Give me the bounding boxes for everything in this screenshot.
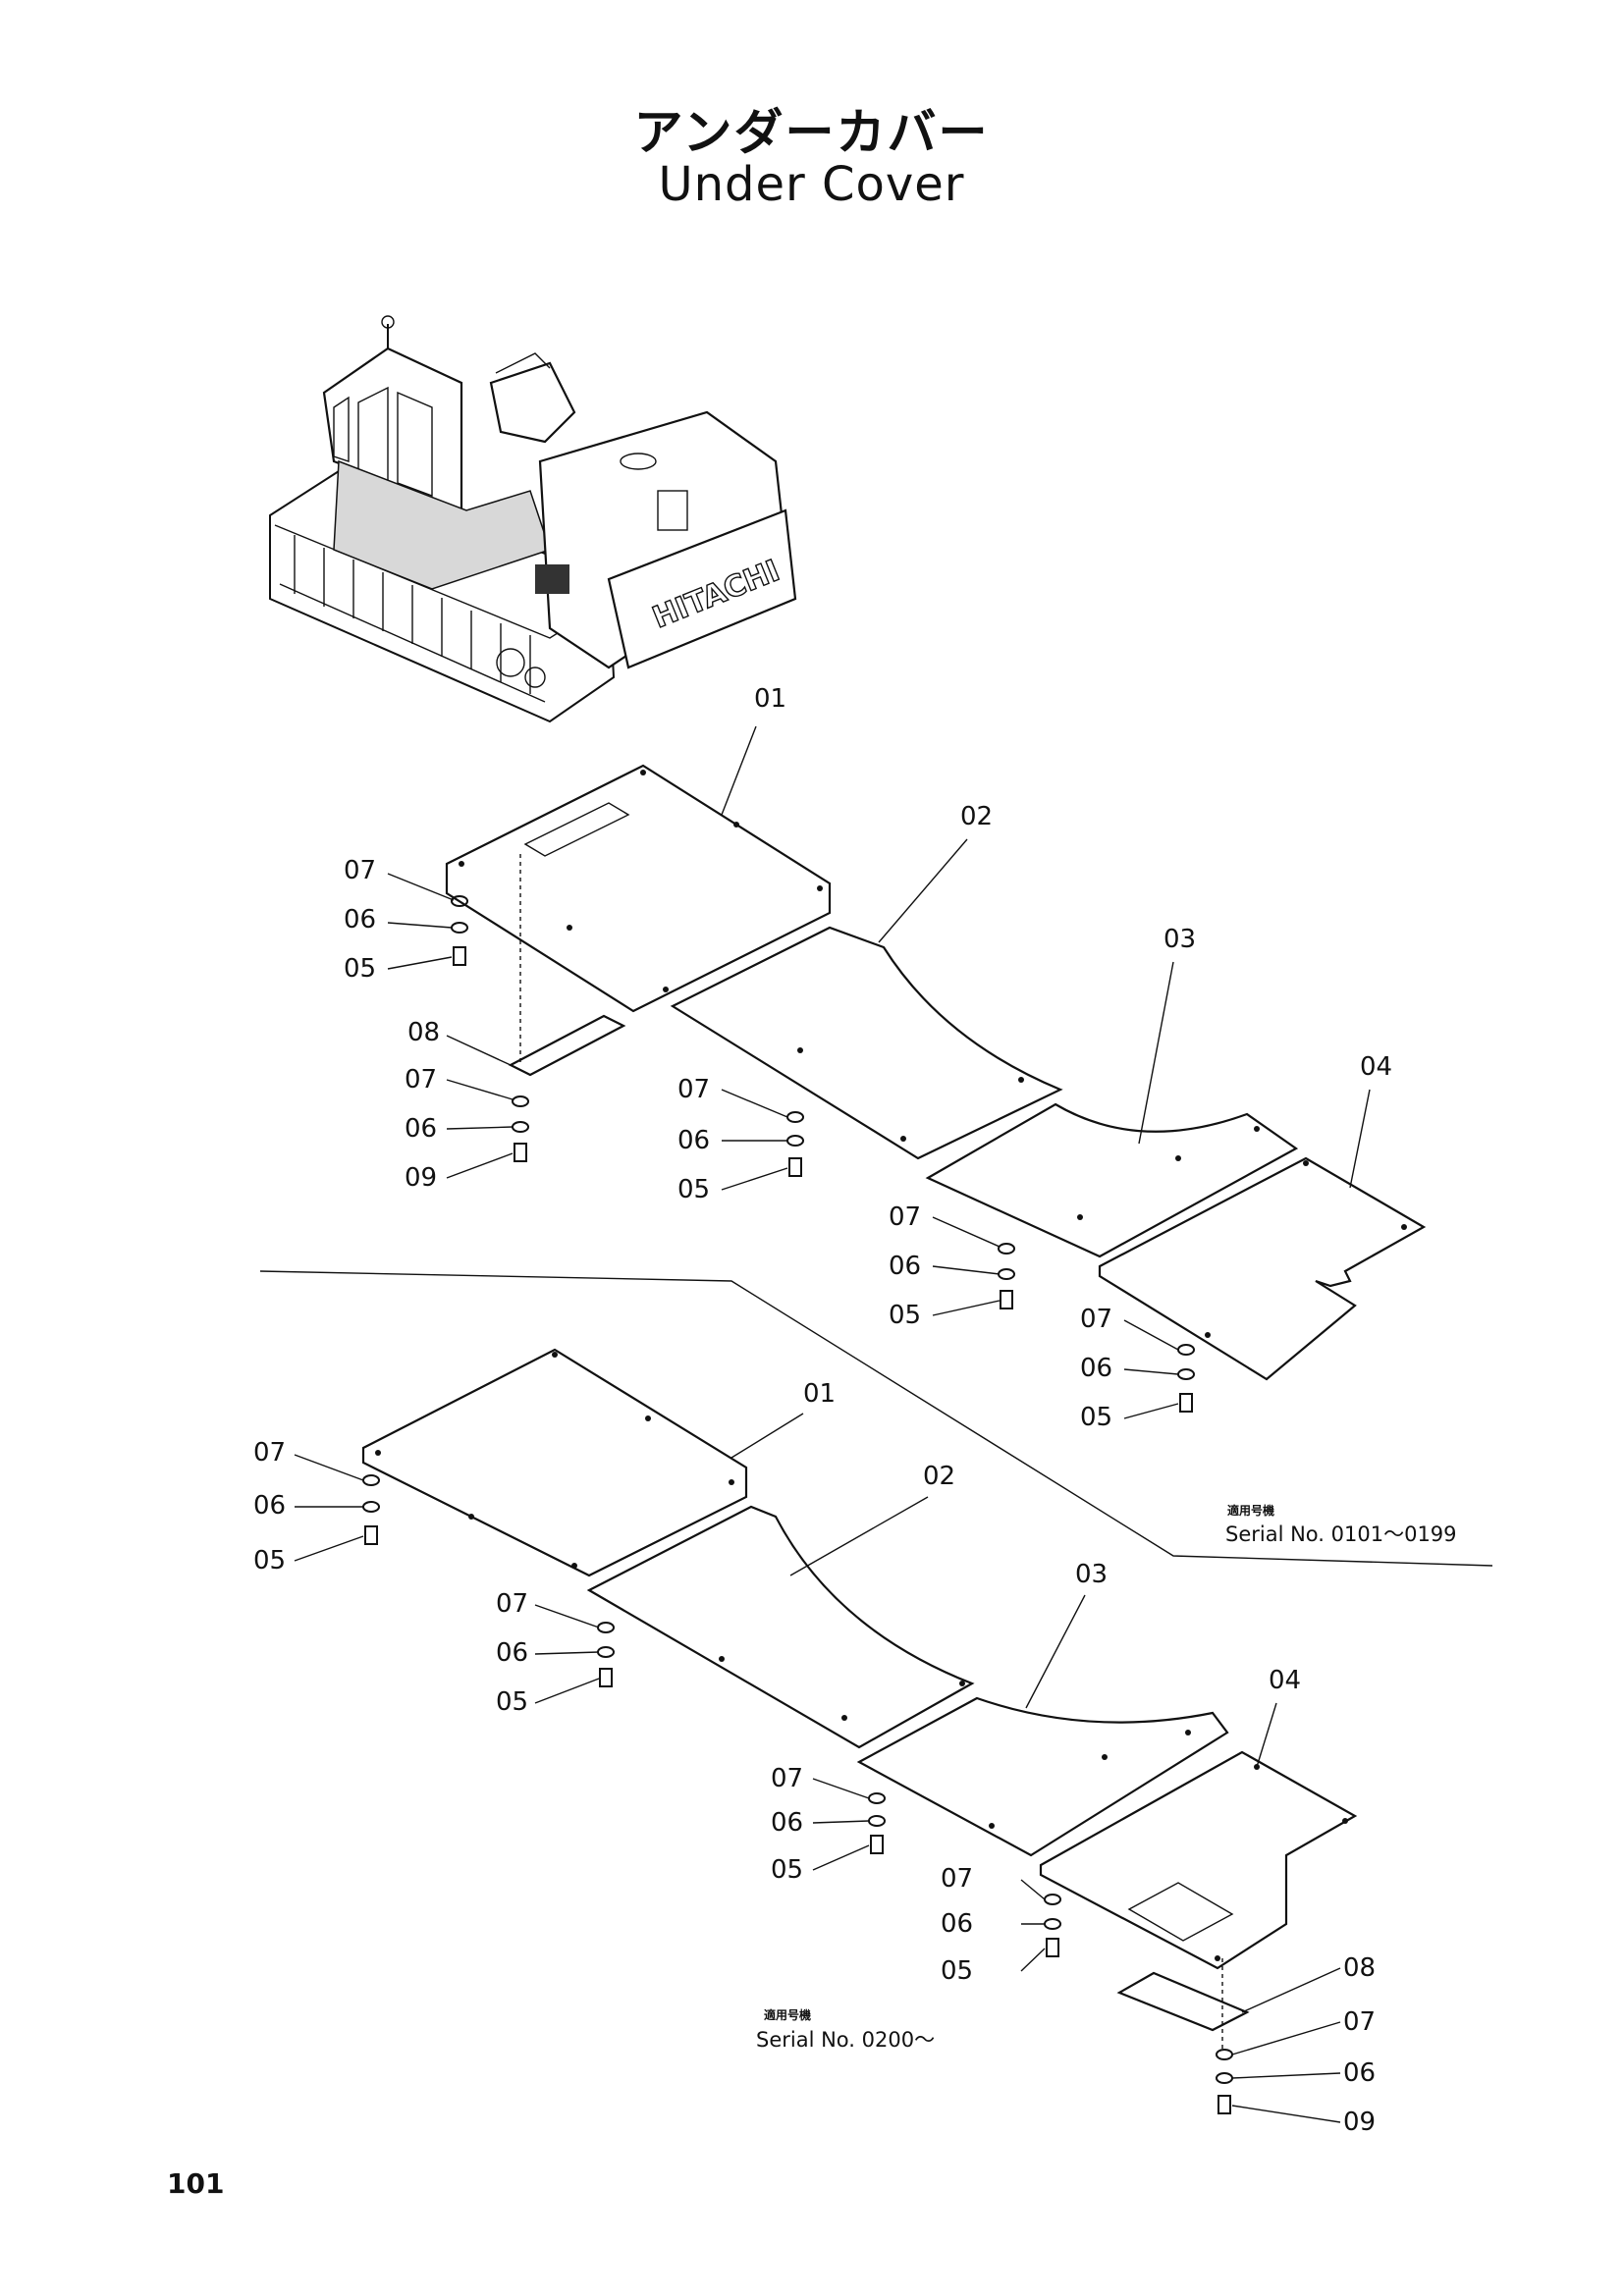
assembly-divider — [259, 1270, 1493, 1567]
lower-plate-08 — [1116, 1971, 1250, 2032]
upper-label-09: 09 — [405, 1163, 437, 1193]
upper-label-07a: 07 — [344, 856, 376, 885]
lower-label-06d: 06 — [941, 1909, 973, 1939]
upper-label-05a: 05 — [344, 954, 376, 984]
lower-serial-jp: 適用号機 — [764, 2007, 811, 2022]
upper-plate-08 — [508, 1014, 626, 1077]
upper-label-01: 01 — [754, 684, 786, 714]
lower-label-07e: 07 — [1343, 2007, 1376, 2037]
upper-label-06d: 06 — [889, 1252, 921, 1281]
upper-label-06b: 06 — [405, 1114, 437, 1144]
upper-label-06c: 06 — [677, 1126, 710, 1155]
lower-label-05b: 05 — [496, 1687, 528, 1717]
upper-label-08: 08 — [407, 1018, 440, 1047]
lower-label-05a: 05 — [253, 1546, 286, 1575]
lower-label-07d: 07 — [941, 1864, 973, 1894]
upper-plate-01 — [445, 764, 832, 1013]
page-number: 101 — [167, 2167, 225, 2200]
lower-label-06b: 06 — [496, 1638, 528, 1668]
upper-label-05e: 05 — [1080, 1403, 1112, 1432]
lower-label-06c: 06 — [771, 1808, 803, 1838]
upper-label-07d: 07 — [889, 1202, 921, 1232]
lower-plate-03 — [856, 1696, 1229, 1857]
lower-label-05d: 05 — [941, 1956, 973, 1986]
lower-plate-02 — [586, 1505, 975, 1749]
lower-label-06e: 06 — [1343, 2058, 1376, 2088]
lower-label-01: 01 — [803, 1379, 836, 1409]
lower-serial: Serial No. 0200～ — [756, 2028, 935, 2052]
lower-label-05c: 05 — [771, 1855, 803, 1885]
lower-label-04: 04 — [1269, 1666, 1301, 1695]
upper-label-02: 02 — [960, 802, 993, 831]
lower-assembly: 01 02 03 04 07 06 05 07 06 05 07 06 05 0… — [253, 1348, 1376, 2137]
upper-serial: Serial No. 0101～0199 — [1225, 1522, 1457, 1546]
excavator-illustration: HITACHI — [269, 315, 797, 723]
upper-serial-jp: 適用号機 — [1227, 1503, 1274, 1518]
upper-label-04: 04 — [1360, 1052, 1392, 1082]
upper-assembly: 01 02 03 04 07 06 05 08 07 06 09 07 06 0… — [344, 684, 1427, 1432]
lower-plate-01 — [361, 1348, 748, 1577]
upper-label-06e: 06 — [1080, 1354, 1112, 1383]
lower-label-07a: 07 — [253, 1438, 286, 1468]
upper-label-07c: 07 — [677, 1075, 710, 1104]
upper-label-03: 03 — [1163, 925, 1196, 954]
lower-plate-04 — [1039, 1750, 1358, 1970]
upper-label-06a: 06 — [344, 905, 376, 934]
upper-plate-04 — [1098, 1156, 1427, 1381]
lower-label-03: 03 — [1075, 1560, 1108, 1589]
lower-label-07c: 07 — [771, 1764, 803, 1793]
lower-label-02: 02 — [923, 1462, 955, 1491]
upper-plate-03 — [925, 1102, 1299, 1258]
page-title-japanese: アンダーカバー — [633, 104, 990, 161]
upper-label-05d: 05 — [889, 1301, 921, 1330]
lower-hardware — [362, 1474, 1233, 2114]
lower-label-09: 09 — [1343, 2108, 1376, 2137]
upper-label-07e: 07 — [1080, 1305, 1112, 1334]
upper-plate-02 — [670, 926, 1063, 1160]
page-title-english: Under Cover — [658, 157, 965, 212]
upper-label-07b: 07 — [405, 1065, 437, 1095]
lower-label-08: 08 — [1343, 1953, 1376, 1983]
upper-label-05c: 05 — [677, 1175, 710, 1204]
lower-label-07b: 07 — [496, 1589, 528, 1619]
lower-label-06a: 06 — [253, 1491, 286, 1521]
